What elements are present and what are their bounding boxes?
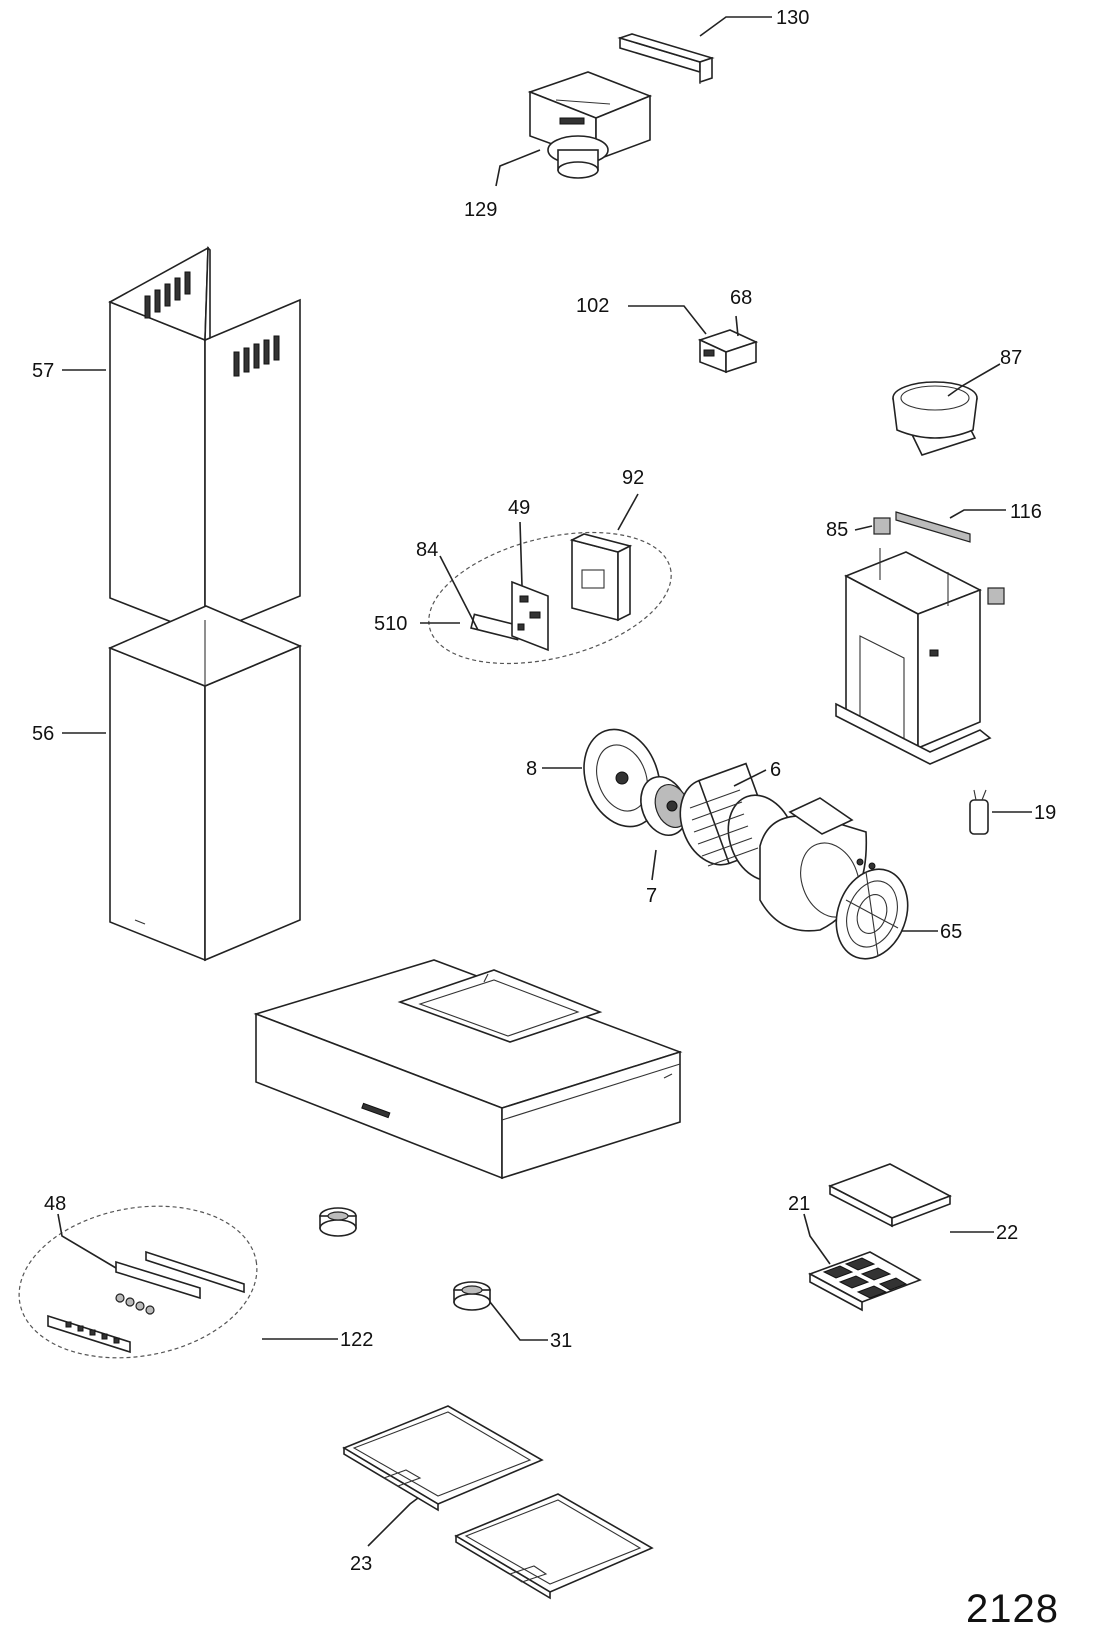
label-19: 19: [1034, 802, 1056, 824]
label-510: 510: [374, 613, 407, 635]
part-510-electronics-group: [428, 531, 672, 665]
label-102: 102: [576, 295, 609, 317]
label-92: 92: [622, 467, 644, 489]
hood-body: [253, 959, 683, 1180]
label-68: 68: [730, 287, 752, 309]
label-23: 23: [350, 1553, 372, 1575]
part-57-upper-chimney: [108, 246, 301, 637]
part-122-control-group: [18, 1205, 258, 1359]
part-65-grille: [835, 858, 909, 960]
wheel-blades: [689, 789, 759, 867]
label-22: 22: [996, 1222, 1018, 1244]
part-116-strip: [895, 511, 971, 543]
part-23-grease-filter-left: [342, 1405, 544, 1512]
part-87-flange: [892, 381, 978, 456]
label-122: 122: [340, 1329, 373, 1351]
knob-caps: [115, 1293, 155, 1315]
label-85: 85: [826, 519, 848, 541]
drawing-number: 2128: [966, 1587, 1059, 1631]
part-6-blower-wheel: [679, 762, 797, 882]
control-buttons: [65, 1321, 120, 1344]
part-23-grease-filter-right: [454, 1493, 654, 1600]
label-6: 6: [770, 759, 781, 781]
part-19-capacitor: [969, 789, 989, 835]
part-48-control-bar: [47, 1250, 245, 1354]
leader-lines: [57, 16, 1032, 1547]
label-31: 31: [550, 1330, 572, 1352]
label-49: 49: [508, 497, 530, 519]
label-21: 21: [788, 1193, 810, 1215]
label-48: 48: [44, 1193, 66, 1215]
part-130-bracket: [617, 33, 715, 84]
part-labels: 130 129 102 68 87 57 92 49 116 85 84 510…: [32, 7, 1059, 1631]
label-56: 56: [32, 723, 54, 745]
part-85-clips: [873, 517, 1005, 605]
part-31-knob-lower: [453, 1281, 491, 1311]
part-68-switch: [697, 329, 759, 374]
part-31-knob-upper: [319, 1207, 357, 1237]
part-22-charcoal-filter: [828, 1163, 952, 1228]
label-57: 57: [32, 360, 54, 382]
label-116: 116: [1010, 501, 1042, 523]
label-65: 65: [940, 921, 962, 943]
part-21-filter-frame: [808, 1251, 922, 1312]
label-84: 84: [416, 539, 438, 561]
vent-slots-left: [144, 271, 191, 319]
part-129-outlet: [527, 71, 653, 179]
part-49-board: [511, 580, 549, 652]
label-130: 130: [776, 7, 809, 29]
motor-box: [835, 548, 992, 765]
vent-slots-right: [233, 335, 280, 377]
label-87: 87: [1000, 347, 1022, 369]
label-129: 129: [464, 199, 497, 221]
part-92-housing: [569, 533, 633, 622]
label-8: 8: [526, 758, 537, 780]
part-56-lower-chimney: [107, 605, 303, 962]
frame-cells: [822, 1257, 908, 1299]
label-7: 7: [646, 885, 657, 907]
